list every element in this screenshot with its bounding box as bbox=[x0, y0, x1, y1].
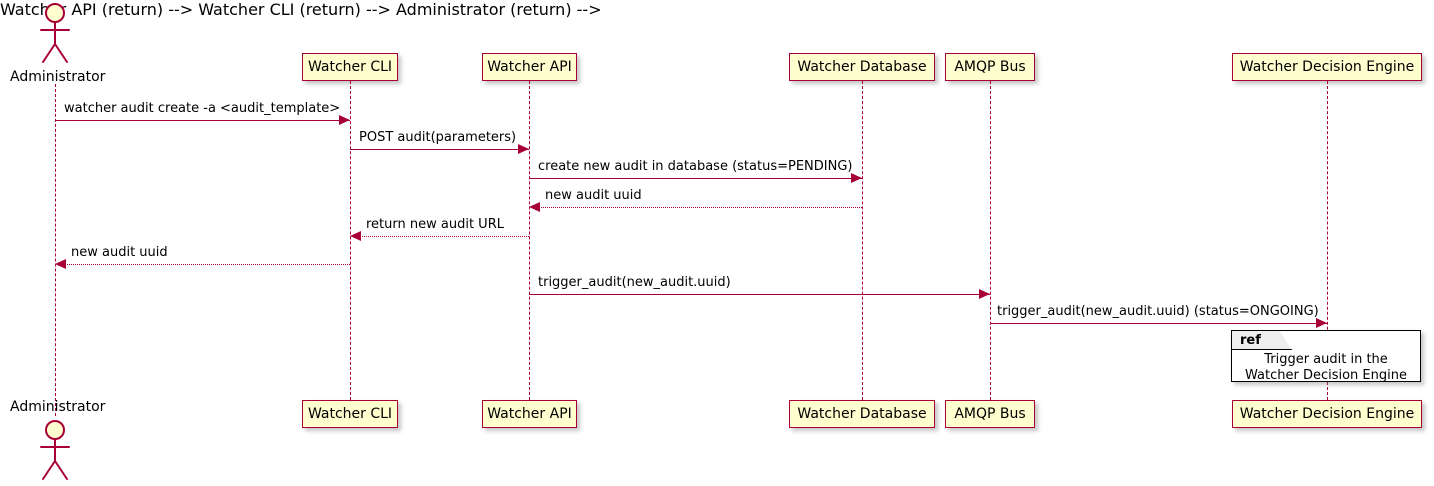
actor-label-administrator-top: Administrator bbox=[10, 69, 106, 85]
message-line bbox=[529, 294, 990, 295]
message-line bbox=[990, 323, 1327, 324]
message-label: new audit uuid bbox=[71, 245, 168, 260]
arrowhead-left-icon bbox=[529, 202, 540, 212]
ref-fragment-tab: ref bbox=[1232, 331, 1292, 350]
ref-fragment-body: Trigger audit in the Watcher Decision En… bbox=[1232, 352, 1420, 384]
ref-fragment-line-1: Trigger audit in the bbox=[1264, 352, 1388, 367]
ref-fragment-line-2: Watcher Decision Engine bbox=[1245, 368, 1407, 383]
actor-administrator-bottom bbox=[30, 419, 80, 485]
lifeline-watcher-api bbox=[529, 81, 530, 400]
participant-watcher-api-bottom[interactable]: Watcher API bbox=[482, 400, 577, 428]
participant-watcher-cli-top[interactable]: Watcher CLI bbox=[302, 53, 398, 81]
message-label: trigger_audit(new_audit.uuid) (status=ON… bbox=[997, 304, 1319, 319]
participant-amqp-bus-bottom[interactable]: AMQP Bus bbox=[945, 400, 1035, 428]
arrowhead-right-icon bbox=[339, 115, 350, 125]
participant-watcher-decision-engine-top[interactable]: Watcher Decision Engine bbox=[1232, 53, 1422, 81]
participant-label: Watcher Decision Engine bbox=[1239, 59, 1415, 75]
message-label: trigger_audit(new_audit.uuid) bbox=[538, 275, 731, 290]
lifeline-amqp-bus bbox=[990, 81, 991, 400]
participant-label: Watcher Database bbox=[797, 59, 927, 75]
arrowhead-right-icon bbox=[518, 144, 529, 154]
actor-stick-figure-icon bbox=[40, 3, 70, 63]
actor-administrator-top bbox=[30, 2, 80, 68]
arrowhead-left-icon bbox=[350, 231, 361, 241]
participant-watcher-decision-engine-bottom[interactable]: Watcher Decision Engine bbox=[1232, 400, 1422, 428]
message-label: create new audit in database (status=PEN… bbox=[538, 159, 853, 174]
message-line bbox=[350, 149, 529, 150]
participant-label: AMQP Bus bbox=[954, 59, 1026, 75]
participant-label: Watcher CLI bbox=[307, 406, 393, 422]
participant-watcher-database-top[interactable]: Watcher Database bbox=[789, 53, 935, 81]
message-line bbox=[55, 264, 350, 265]
participant-label: Watcher CLI bbox=[307, 59, 393, 75]
actor-label-administrator-bottom: Administrator bbox=[10, 399, 106, 415]
participant-label: Watcher API bbox=[487, 406, 572, 422]
arrowhead-right-icon bbox=[851, 173, 862, 183]
arrowhead-right-icon bbox=[1316, 318, 1327, 328]
message-label: POST audit(parameters) bbox=[359, 130, 517, 145]
message-line bbox=[529, 178, 862, 179]
participant-label: AMQP Bus bbox=[954, 406, 1026, 422]
message-label: watcher audit create -a <audit_template> bbox=[64, 101, 341, 116]
lifeline-administrator bbox=[55, 84, 56, 416]
lifeline-watcher-decision-engine bbox=[1327, 81, 1328, 400]
actor-stick-figure-icon bbox=[40, 420, 70, 480]
arrowhead-left-icon bbox=[55, 259, 66, 269]
participant-watcher-api-top[interactable]: Watcher API bbox=[482, 53, 577, 81]
participant-label: Watcher Database bbox=[797, 406, 927, 422]
message-label: new audit uuid bbox=[545, 188, 642, 203]
participant-label: Watcher API bbox=[487, 59, 572, 75]
message-line bbox=[350, 236, 529, 237]
message-line bbox=[529, 207, 862, 208]
participant-watcher-database-bottom[interactable]: Watcher Database bbox=[789, 400, 935, 428]
ref-fragment-tab-label: ref bbox=[1240, 332, 1261, 348]
lifeline-watcher-database bbox=[862, 81, 863, 400]
message-label: return new audit URL bbox=[366, 217, 504, 232]
ref-fragment-trigger-audit[interactable]: ref Trigger audit in the Watcher Decisio… bbox=[1231, 330, 1421, 384]
participant-watcher-cli-bottom[interactable]: Watcher CLI bbox=[302, 400, 398, 428]
arrowhead-right-icon bbox=[979, 289, 990, 299]
participant-label: Watcher Decision Engine bbox=[1239, 406, 1415, 422]
participant-amqp-bus-top[interactable]: AMQP Bus bbox=[945, 53, 1035, 81]
message-line bbox=[55, 120, 350, 121]
